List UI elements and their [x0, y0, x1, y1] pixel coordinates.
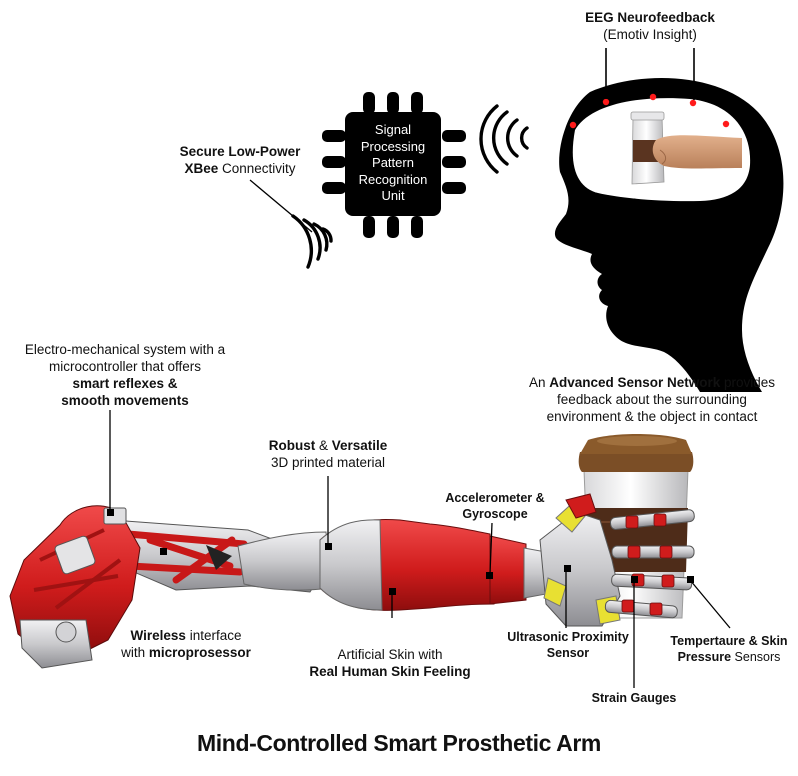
eeg-label-title: EEG Neurofeedback — [585, 10, 715, 25]
electro-line: microcontroller that offers — [48, 359, 202, 374]
artificial-skin-label: Artificial Skin with Real Human Skin Fee… — [290, 646, 490, 680]
xbee-label: Secure Low-Power XBee Connectivity — [150, 143, 330, 177]
chip-line: Unit — [381, 188, 405, 203]
eeg-electrodes — [569, 93, 730, 129]
chip-line: Pattern — [372, 155, 414, 170]
chip-line: Processing — [360, 138, 426, 154]
eeg-electrode — [569, 121, 577, 129]
eeg-electrode — [649, 93, 657, 101]
eeg-electrode — [689, 99, 697, 107]
xbee-leader-line — [249, 179, 313, 233]
eeg-label-sub: (Emotiv Insight) — [603, 27, 697, 42]
ultrasonic-label: Ultrasonic Proximity Sensor — [488, 629, 648, 661]
leader-lines — [109, 410, 731, 688]
head-wifi-arcs — [479, 104, 529, 174]
finger-segments — [604, 509, 695, 619]
chip-label: Signal Processing Pattern Recognition Un… — [347, 122, 439, 205]
electro-mechanical-label: Electro-mechanical system with a microco… — [0, 341, 250, 409]
sensor-network-label: An Advanced Sensor Network provides feed… — [506, 374, 798, 425]
chip-line: Signal — [374, 122, 412, 137]
temp-rest: Sensors — [731, 650, 781, 664]
electro-line: Electro-mechanical system with a — [24, 342, 226, 357]
wireless-bold: Wireless — [130, 628, 186, 643]
head-silhouette — [554, 78, 784, 393]
eeg-label: EEG Neurofeedback (Emotiv Insight) — [560, 9, 740, 43]
temp-bold: Pressure — [677, 650, 732, 664]
electro-bold: smart reflexes & — [72, 376, 178, 391]
thought-hand-cup — [630, 111, 742, 185]
wireless-label: Wireless interface with microprosessor — [96, 627, 276, 661]
temp-line: Tempertaure & Skin — [670, 634, 788, 648]
robust-bold: Robust — [268, 438, 316, 453]
wireless-rest: interface — [185, 628, 242, 643]
xbee-rest: Connectivity — [218, 161, 296, 176]
accel-line: Gyroscope — [462, 507, 528, 521]
strain-text: Strain Gauges — [591, 691, 677, 705]
robust-line: 3D printed material — [270, 455, 386, 470]
ultrasonic-line: Ultrasonic Proximity — [507, 630, 629, 644]
versatile-bold: Versatile — [331, 438, 388, 453]
skin-line: Artificial Skin with — [337, 647, 443, 662]
chip-line: Recognition — [358, 171, 428, 187]
sensor-network-bold: Advanced Sensor Network — [549, 375, 721, 390]
eeg-electrode — [722, 120, 730, 128]
processing-chip — [322, 92, 466, 238]
accel-line: Accelerometer & — [445, 491, 545, 505]
prosthetic-arm — [9, 493, 695, 669]
electro-bold: smooth movements — [61, 393, 189, 408]
sensor-network-post: provides — [720, 375, 776, 390]
sensor-network-line: feedback about the surrounding — [557, 392, 747, 407]
eeg-electrode — [602, 98, 610, 106]
temperature-pressure-label: Tempertaure & Skin Pressure Sensors — [660, 633, 798, 665]
xbee-title: Secure Low-Power — [179, 144, 301, 159]
sensor-network-line: environment & the object in contact — [546, 409, 758, 424]
wireless-pre: with — [121, 645, 149, 660]
xbee-name: XBee — [184, 161, 219, 176]
skin-bold: Real Human Skin Feeling — [309, 664, 471, 679]
microprosessor-bold: microprosessor — [148, 645, 251, 660]
strain-gauges-label: Strain Gauges — [574, 690, 694, 706]
ultrasonic-line: Sensor — [546, 646, 590, 660]
robust-mid: & — [315, 438, 332, 453]
robust-label: Robust & Versatile 3D printed material — [238, 437, 418, 471]
diagram-title: Mind-Controlled Smart Prosthetic Arm — [197, 730, 601, 756]
sensor-network-pre: An — [528, 375, 550, 390]
chip-wifi-arcs — [291, 214, 333, 269]
accelerometer-label: Accelerometer & Gyroscope — [420, 490, 570, 522]
